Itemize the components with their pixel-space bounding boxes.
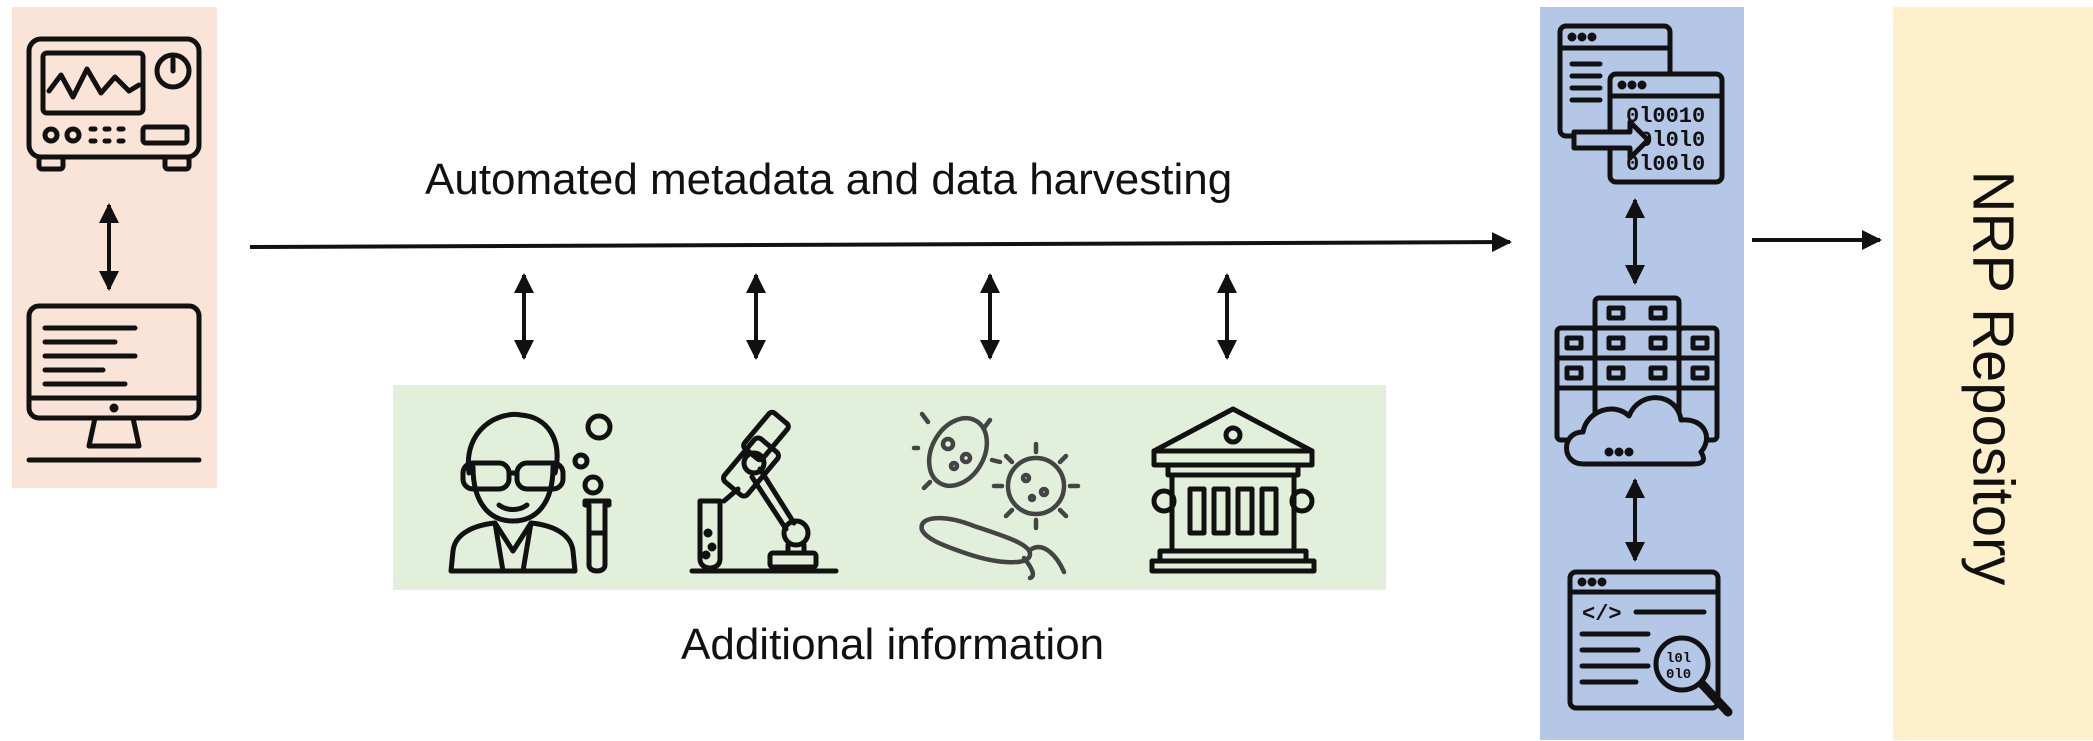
svg-text:l0l: l0l: [1666, 651, 1691, 667]
desktop-computer-icon: [25, 302, 203, 466]
svg-text:0l0: 0l0: [1666, 667, 1691, 683]
repository-label: NRP Repository: [1960, 170, 2026, 586]
institution-icon: [1149, 405, 1317, 575]
microscope-icon: [689, 405, 840, 575]
harvest-arrow: [249, 232, 1512, 253]
oscilloscope-icon: [25, 35, 203, 175]
code-search-icon: </> l0l 0l0: [1566, 568, 1733, 718]
harvesting-label: Automated metadata and data harvesting: [425, 155, 1233, 204]
svg-text:0l0010: 0l0010: [1626, 104, 1705, 129]
cloud-server-icon: [1553, 292, 1721, 472]
scientist-icon: [447, 405, 617, 575]
additional-info-label: Additional information: [681, 620, 1105, 669]
data-conversion-icon: 0l0010 l0l0l0 0l00l0: [1556, 22, 1726, 186]
svg-text:</>: </>: [1582, 602, 1622, 627]
svg-text:0l00l0: 0l00l0: [1626, 152, 1705, 177]
repository-panel: [1893, 7, 2093, 740]
microbes-icon: [911, 408, 1084, 581]
